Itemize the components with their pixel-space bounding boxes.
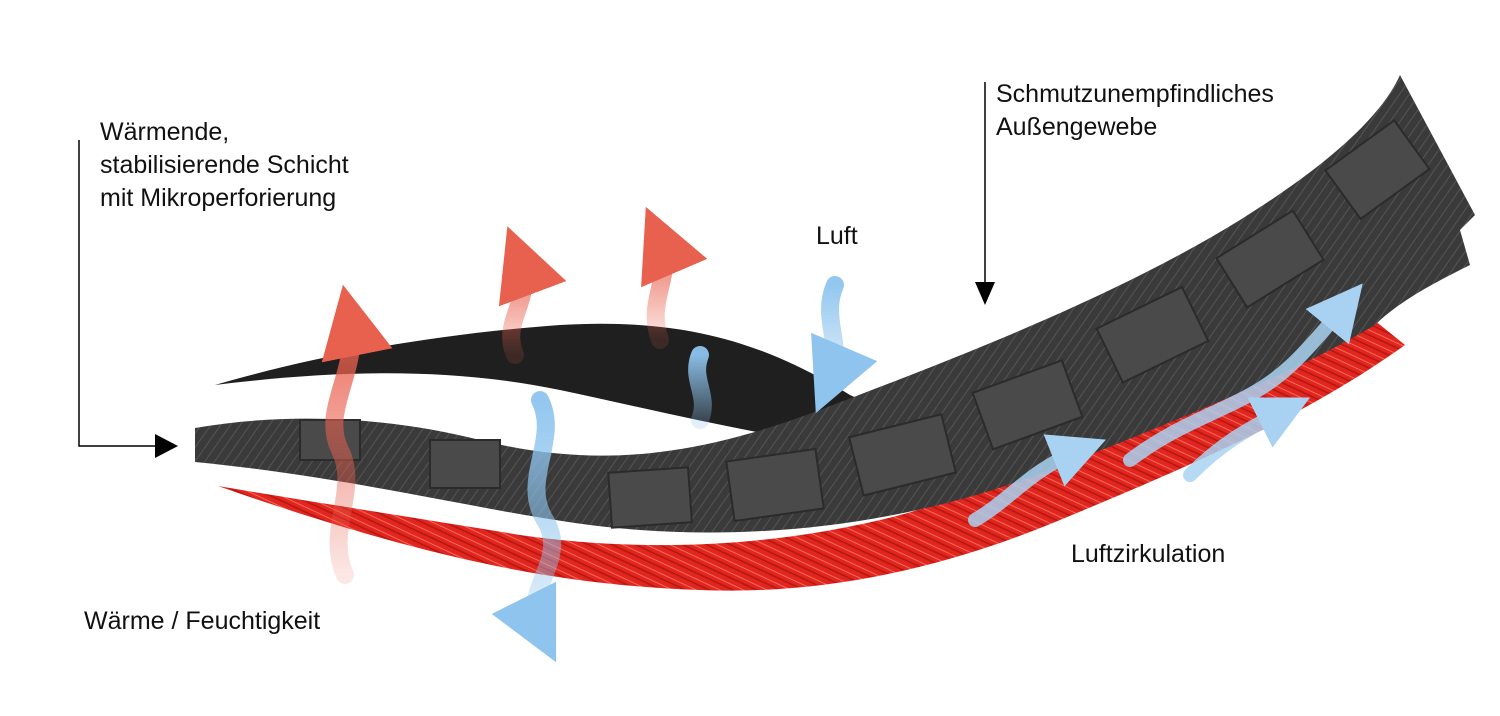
- pointer-warm-layer-arrowhead: [155, 434, 178, 458]
- air-arrow-3: [688, 346, 712, 429]
- air-circulation-label: Luftzirkulation: [1071, 540, 1226, 568]
- outer-fabric-label-line-1: Schmutzunempfindliches: [996, 80, 1274, 108]
- warm-layer-label-line-1: Wärmende,: [100, 118, 230, 146]
- warm-layer-label-line-2: stabilisierende Schicht: [100, 151, 349, 179]
- heat-moisture-label: Wärme / Feuchtigkeit: [84, 607, 321, 635]
- heat-arrow-1: [321, 284, 393, 584]
- outer-fabric-label-line-2: Außengewebe: [996, 113, 1158, 141]
- air-arrow-2: [811, 276, 878, 414]
- circ-arrow-2: [1123, 283, 1363, 467]
- pointer-outer-fabric-arrowhead: [975, 282, 995, 305]
- heat-arrow-2: [498, 226, 567, 364]
- sole-blocks: [299, 119, 1431, 529]
- outer-fabric-label: Schmutzunempfindliches Außengewebe: [996, 78, 1274, 144]
- warm-layer-label: Wärmende, stabilisierende Schicht mit Mi…: [100, 116, 349, 215]
- outer-fabric-sole: [195, 75, 1475, 533]
- circ-arrow-3: [1183, 397, 1311, 482]
- air-arrow-1: [491, 391, 562, 663]
- heat-arrows: [321, 206, 708, 584]
- air-arrows: [491, 276, 878, 663]
- heat-arrow-3: [641, 206, 708, 349]
- pointer-warm-layer: [78, 140, 160, 447]
- air-label: Luft: [816, 222, 858, 250]
- warm-layer-label-line-3: mit Mikroperforierung: [100, 184, 337, 212]
- circ-arrow-1: [968, 434, 1106, 527]
- air-circulation-arrows: [968, 283, 1363, 527]
